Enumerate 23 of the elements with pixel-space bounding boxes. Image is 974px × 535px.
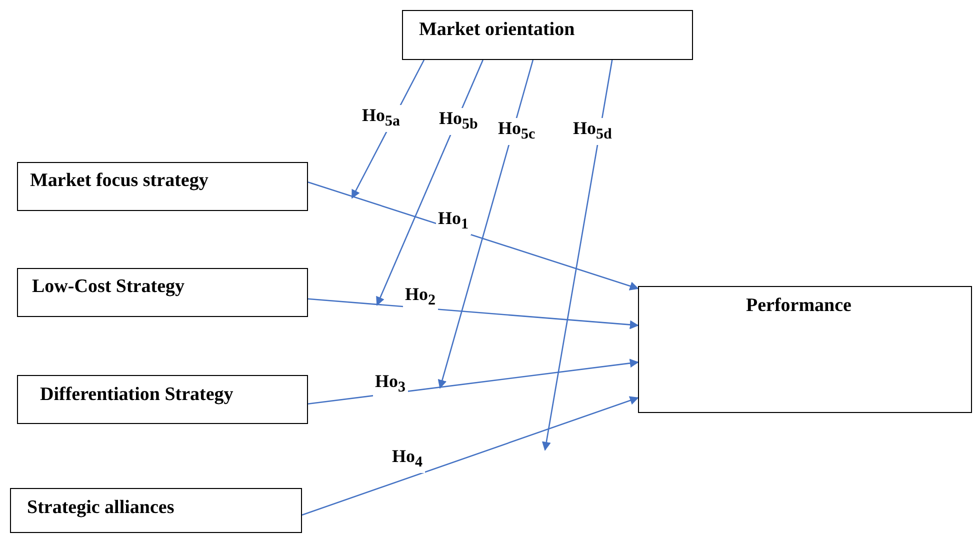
box-label: Market focus strategy <box>30 170 208 192</box>
edge-label: Ho$_{5b}$ <box>437 108 480 135</box>
process-box <box>638 286 972 413</box>
edge-label: Ho$_{5c}$ <box>496 118 538 145</box>
arrow <box>376 60 484 306</box>
arrow <box>308 181 639 290</box>
box-label: Strategic alliances <box>27 497 174 519</box>
process-box <box>10 488 302 533</box>
box-label: Performance <box>746 295 852 317</box>
arrow <box>308 298 639 330</box>
arrow <box>438 60 534 389</box>
process-box <box>17 268 308 317</box>
edge-label: Ho$_{5a}$ <box>360 105 402 132</box>
process-box <box>17 375 308 424</box>
box-label: Market orientation <box>419 19 575 41</box>
process-box <box>402 10 693 60</box>
process-box <box>17 162 308 211</box>
box-label: Differentiation Strategy <box>40 384 234 406</box>
edge-label: Ho$_{5d}$ <box>571 118 614 145</box>
arrow <box>308 358 639 405</box>
arrow <box>302 396 639 516</box>
box-label: Low-Cost Strategy <box>32 276 185 298</box>
arrow <box>542 60 613 451</box>
